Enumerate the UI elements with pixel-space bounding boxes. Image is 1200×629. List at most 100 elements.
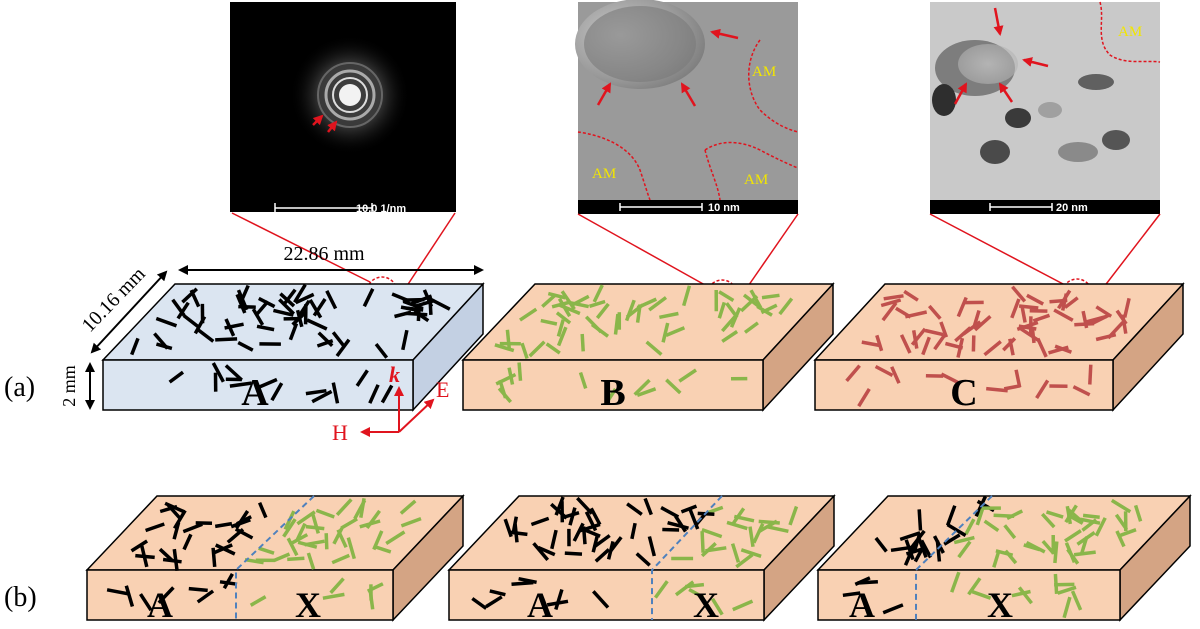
rod-filler — [1041, 512, 1056, 529]
rod-filler — [665, 378, 682, 395]
rod-filler — [645, 340, 663, 356]
rod-filler — [485, 595, 503, 609]
rod-filler — [1018, 304, 1039, 310]
rod-filler — [778, 297, 794, 316]
layer-letter: X — [295, 585, 321, 625]
rod-filler — [721, 330, 739, 343]
rod-filler — [636, 387, 657, 398]
rod-filler — [665, 326, 686, 338]
rod-filler — [917, 509, 923, 531]
rod-filler — [854, 576, 871, 586]
rod-filler — [237, 341, 254, 352]
rod-filler — [857, 387, 871, 408]
rod-filler — [279, 292, 296, 308]
rod-filler — [1053, 541, 1059, 564]
rod-filler — [935, 540, 942, 562]
rod-filler — [1094, 517, 1107, 537]
rod-filler — [624, 299, 636, 322]
rod-filler — [635, 552, 651, 567]
rod-filler — [1064, 529, 1082, 543]
rod-filler — [904, 539, 915, 561]
rod-filler — [592, 284, 604, 303]
rod-filler — [310, 512, 320, 534]
rod-filler — [304, 539, 325, 547]
rod-filler — [554, 588, 564, 611]
rod-filler — [1011, 589, 1031, 598]
rod-filler — [520, 342, 529, 360]
slab-letter: A — [241, 372, 269, 414]
rod-filler — [880, 298, 902, 308]
rod-filler — [920, 539, 933, 559]
rod-filler — [730, 543, 741, 563]
rod-filler — [953, 535, 975, 545]
rod-filler — [182, 533, 193, 551]
rod-filler — [1115, 530, 1126, 548]
rod-filler — [700, 542, 717, 558]
rod-filler — [331, 382, 340, 404]
rod-filler — [401, 329, 409, 351]
rod-filler — [413, 309, 430, 323]
rod-filler — [1002, 337, 1017, 352]
rod-filler — [761, 293, 780, 300]
rod-filler — [503, 518, 513, 538]
rod-filler — [278, 298, 296, 316]
rod-filler — [584, 315, 603, 334]
rod-filler — [720, 315, 737, 333]
rod-filler — [731, 507, 746, 526]
rod-filler — [324, 533, 329, 550]
rod-filler — [895, 306, 912, 319]
rod-filler — [992, 550, 1001, 568]
rod-filler — [1045, 510, 1064, 519]
rod-fillers — [845, 285, 1131, 408]
rod-filler — [956, 337, 965, 358]
rod-filler — [211, 547, 217, 568]
layer-boundary — [651, 495, 723, 620]
rod-filler — [257, 502, 268, 519]
rod-filler — [1085, 314, 1107, 324]
rod-filler — [743, 321, 759, 334]
rod-filler — [653, 580, 669, 599]
rod-filler — [674, 515, 687, 533]
rod-filler — [1095, 332, 1117, 342]
layer-boundary — [915, 495, 993, 620]
layered-slab-3: A X — [816, 494, 1192, 625]
rod-filler — [861, 340, 881, 348]
rod-filler — [554, 496, 565, 516]
rod-filler — [674, 580, 695, 597]
rod-filler — [286, 537, 299, 557]
rod-filler — [1120, 314, 1128, 334]
rod-filler — [306, 318, 328, 331]
rod-filler — [903, 289, 919, 302]
rod-filler — [647, 536, 656, 557]
rod-filler — [164, 501, 186, 514]
am-label: AM — [592, 166, 616, 182]
rod-filler — [171, 298, 186, 317]
rod-filler — [1057, 585, 1077, 595]
rod-filler — [157, 586, 175, 605]
rod-filler — [251, 308, 265, 326]
rod-filler — [402, 299, 424, 311]
rod-filler — [688, 587, 705, 599]
rod-filler — [685, 582, 705, 589]
rod-filler — [495, 373, 517, 386]
rod-filler — [306, 552, 316, 570]
rod-filler — [1041, 539, 1055, 555]
rod-filler — [890, 545, 913, 553]
rod-filler — [372, 530, 384, 551]
slab-a: A — [101, 282, 485, 414]
dimension-length: 22.86 mm — [283, 243, 365, 265]
slab-front — [86, 569, 394, 621]
rod-filler — [913, 544, 926, 563]
rod-filler — [591, 533, 600, 553]
layer-letter: X — [693, 585, 719, 625]
rod-filler — [315, 508, 335, 519]
rod-filler — [717, 301, 726, 319]
rod-filler — [927, 304, 942, 320]
rod-filler — [331, 331, 346, 348]
rod-filler — [340, 517, 358, 530]
rod-filler — [380, 384, 394, 404]
rod-filler — [732, 599, 754, 612]
rod-filler — [967, 577, 982, 596]
rod-filler — [701, 527, 723, 539]
